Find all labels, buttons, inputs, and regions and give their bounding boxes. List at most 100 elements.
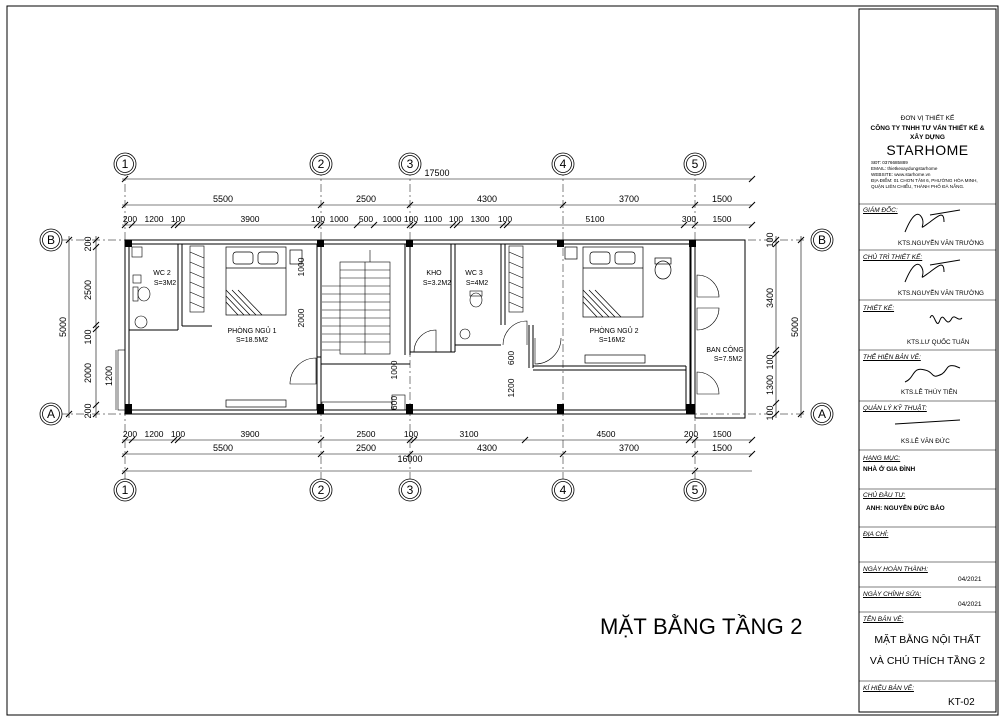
designer-label: ĐƠN VỊ THIẾT KẾ bbox=[900, 115, 955, 122]
dim-top-total: 17500 bbox=[424, 168, 449, 178]
dim-bot1-2: 100 bbox=[171, 429, 185, 439]
dim-top2-6: 500 bbox=[359, 214, 373, 224]
drawing-title: MẶT BẰNG TẦNG 2 bbox=[600, 614, 803, 639]
designer-row-label: THIẾT KẾ: bbox=[863, 305, 895, 312]
dim-left-window: 1200 bbox=[104, 366, 114, 386]
staircase bbox=[322, 250, 391, 355]
sheet-name-label: TÊN BẢN VẼ: bbox=[863, 616, 904, 623]
grid-label-b-left: B bbox=[47, 233, 55, 247]
room-name-bedroom2: PHÒNG NGỦ 2 bbox=[589, 326, 638, 335]
dim-top2-3: 3900 bbox=[241, 214, 260, 224]
dim-top2-10: 100 bbox=[449, 214, 463, 224]
title-block-frame bbox=[858, 8, 997, 713]
dim-bot2-2: 4300 bbox=[477, 443, 497, 453]
wardrobe-icon bbox=[508, 245, 524, 313]
grid-label-3-bottom: 3 bbox=[407, 483, 414, 497]
lead-designer-name: KTS.NGUYỄN VĂN TRƯỜNG bbox=[898, 290, 984, 297]
dim-right-1: 3400 bbox=[765, 288, 775, 308]
dim-top2-5: 1000 bbox=[330, 214, 349, 224]
dim-bot2-1: 2500 bbox=[356, 443, 376, 453]
contact-address1: ĐỊA ĐIỂM: 01 CHƠN TÂM 6, PHƯỜNG HÒA MINH… bbox=[871, 178, 978, 183]
grid-label-4-top: 4 bbox=[560, 157, 567, 171]
dim-right-2: 100 bbox=[765, 354, 775, 369]
wc3-fixtures bbox=[413, 290, 528, 353]
tv-console-icon bbox=[584, 354, 646, 364]
dim-top-1: 5500 bbox=[213, 194, 233, 204]
bed-icon bbox=[225, 246, 303, 316]
title-block-lines bbox=[859, 203, 996, 682]
location-label: ĐỊA CHỈ: bbox=[863, 531, 889, 538]
grid-label-3-top: 3 bbox=[407, 157, 414, 171]
room-name-wc2: WC 2 bbox=[153, 270, 171, 277]
grid-label-5-top: 5 bbox=[692, 157, 699, 171]
dim-inner-0: 1000 bbox=[296, 257, 306, 276]
room-name-storage: KHO bbox=[426, 270, 442, 277]
balcony-doors bbox=[696, 274, 720, 395]
dim-top2-11: 1300 bbox=[471, 214, 490, 224]
dim-bot1-8: 200 bbox=[684, 429, 698, 439]
dim-right-outer: 5000 bbox=[790, 317, 800, 337]
tv-console-icon bbox=[225, 399, 287, 408]
grid-label-a-left: A bbox=[47, 407, 55, 421]
dim-bot1-1: 1200 bbox=[145, 429, 164, 439]
dim-bot1-6: 3100 bbox=[460, 429, 479, 439]
sheet-code-value: KT-02 bbox=[948, 697, 975, 708]
room-area-storage: S=3.2M2 bbox=[423, 280, 451, 287]
dim-right-3: 1300 bbox=[765, 375, 775, 395]
room-area-bedroom2: S=16M2 bbox=[599, 337, 625, 344]
dim-top2-8: 100 bbox=[404, 214, 418, 224]
contact-phone: SĐT: 0376685889 bbox=[871, 160, 908, 165]
walls bbox=[124, 239, 746, 419]
completion-label: NGÀY HOÀN THÀNH: bbox=[863, 566, 928, 573]
dim-right-0: 100 bbox=[765, 232, 775, 247]
dim-top2-7: 1000 bbox=[383, 214, 402, 224]
grid-label-2-bottom: 2 bbox=[318, 483, 325, 497]
dim-bottom-total: 16000 bbox=[397, 454, 422, 464]
dim-top2-9: 1100 bbox=[424, 214, 443, 224]
dim-inner-2: 1000 bbox=[389, 360, 399, 379]
dim-top-3: 4300 bbox=[477, 194, 497, 204]
room-name-bedroom1: PHÒNG NGỦ 1 bbox=[227, 326, 276, 335]
dimension-ticks bbox=[65, 175, 805, 475]
sheet-name-line1: MẶT BẰNG NỘI THẤT bbox=[874, 634, 981, 646]
dim-bot1-7: 4500 bbox=[597, 429, 616, 439]
dim-bot1-0: 200 bbox=[123, 429, 137, 439]
grid-label-b-right: B bbox=[818, 233, 826, 247]
dim-top2-15: 1500 bbox=[713, 214, 732, 224]
room-area-balcony: S=7.5M2 bbox=[714, 356, 742, 363]
dim-left-3: 2000 bbox=[83, 363, 93, 383]
dim-top-5: 1500 bbox=[712, 194, 732, 204]
sheet-code-label: KÍ HIỆU BẢN VẼ: bbox=[863, 685, 914, 692]
sheet-name-line2: VÀ CHÚ THÍCH TẦNG 2 bbox=[869, 655, 986, 667]
dim-bot1-4: 2500 bbox=[357, 429, 376, 439]
lead-designer-label: CHỦ TRÌ THIẾT KẾ: bbox=[863, 254, 923, 261]
dim-inner-1: 2000 bbox=[296, 308, 306, 327]
dim-bot2-4: 1500 bbox=[712, 443, 732, 453]
grid-bubbles bbox=[39, 152, 834, 502]
dim-right-4: 100 bbox=[765, 405, 775, 420]
dim-bot1-3: 3900 bbox=[241, 429, 260, 439]
tech-manager-name: KS.LÊ VĂN ĐỨC bbox=[901, 438, 950, 445]
dim-left-2: 100 bbox=[83, 329, 93, 344]
revision-value: 04/2021 bbox=[958, 601, 982, 608]
dim-top2-4: 100 bbox=[311, 214, 325, 224]
dim-left-outer: 5000 bbox=[58, 317, 68, 337]
dim-top2-2: 100 bbox=[171, 214, 185, 224]
dim-top-4: 3700 bbox=[619, 194, 639, 204]
contact-address2: QUẬN LIÊN CHIỂU, THÀNH PHỐ ĐÀ NẴNG. bbox=[871, 184, 965, 189]
dim-inner-3: 600 bbox=[389, 396, 399, 410]
bed-icon bbox=[564, 246, 672, 318]
dim-left-4: 200 bbox=[83, 403, 93, 418]
grid-label-1-bottom: 1 bbox=[122, 483, 129, 497]
room-name-balcony: BAN CÔNG bbox=[706, 345, 743, 354]
wardrobe-icon bbox=[189, 245, 205, 313]
room-area-wc3: S=4M2 bbox=[466, 280, 488, 287]
room-area-wc2: S=3M2 bbox=[154, 280, 176, 287]
dimension-lines bbox=[68, 178, 802, 472]
revision-label: NGÀY CHỈNH SỬA: bbox=[863, 591, 922, 598]
tech-manager-label: QUẢN LÝ KỸ THUẬT: bbox=[863, 405, 927, 412]
dim-top-2: 2500 bbox=[356, 194, 376, 204]
drafter-name: KTS.LÊ THÚY TIÊN bbox=[901, 389, 958, 396]
room-name-wc3: WC 3 bbox=[465, 270, 483, 277]
columns bbox=[125, 240, 696, 414]
